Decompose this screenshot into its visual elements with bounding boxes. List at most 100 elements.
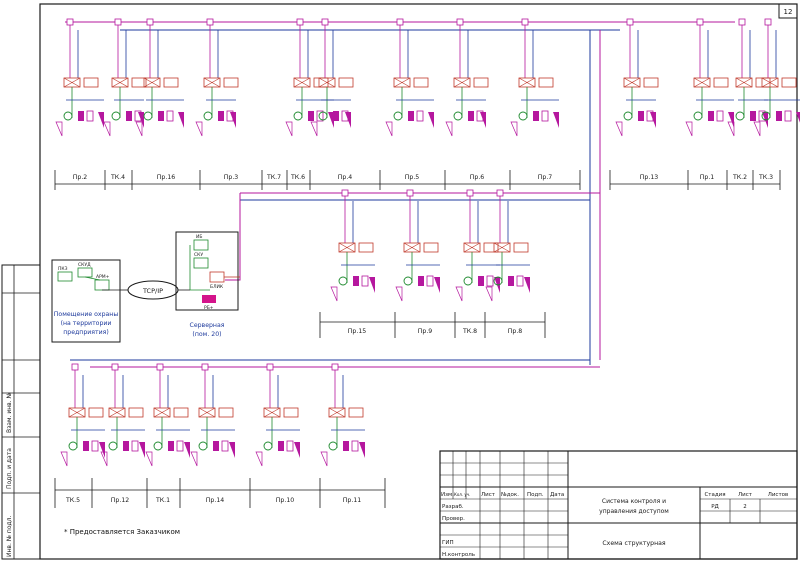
power-box	[713, 77, 729, 88]
turnstile-symbol	[99, 442, 105, 458]
turnstile-symbol	[524, 277, 530, 293]
controller-cross	[453, 77, 471, 88]
controller-cross	[761, 77, 779, 88]
power-box	[538, 77, 554, 88]
lock-symbol	[333, 111, 339, 121]
drawing-title: Схема структурная	[602, 540, 666, 547]
junction-box	[496, 189, 504, 197]
power-box	[128, 407, 144, 418]
controller-cross	[403, 242, 421, 253]
controller-cross	[63, 77, 81, 88]
server-room-line1: Серверная	[190, 322, 225, 329]
door-symbol	[685, 121, 693, 137]
controller-cluster	[60, 363, 105, 467]
door-symbol	[395, 286, 403, 302]
lock-symbol	[353, 276, 359, 286]
zone-dividers-row1	[54, 170, 781, 190]
door-symbol	[103, 121, 111, 137]
header-kol-uch: Кол. уч.	[454, 492, 470, 497]
controller-cluster	[485, 189, 530, 302]
sheet-label: Лист	[738, 492, 753, 498]
power-box	[483, 242, 499, 253]
header-podp: Подп.	[527, 492, 544, 498]
door-symbol	[195, 121, 203, 137]
lock-symbol	[83, 441, 89, 451]
junction-box	[156, 363, 164, 371]
sheets-label: Листов	[768, 492, 789, 498]
controller-cluster	[615, 18, 659, 137]
lock-symbol	[418, 276, 424, 286]
sheet-value: 2	[743, 504, 747, 510]
lock-symbol	[91, 440, 99, 452]
controller-cross	[463, 242, 481, 253]
controller-cluster	[135, 18, 184, 137]
arm-workstation	[94, 279, 110, 291]
power-box	[423, 242, 439, 253]
lock-symbol	[131, 440, 139, 452]
controller-cross	[393, 77, 411, 88]
controller-cluster	[285, 18, 334, 137]
controller-cross	[318, 77, 336, 88]
turnstile-symbol	[728, 112, 734, 128]
turnstile-symbol	[98, 112, 104, 128]
zone-label-row1-7: Пр.5	[405, 174, 420, 181]
device-blik: БЛИК	[210, 284, 224, 290]
lock-symbol	[638, 111, 644, 121]
power-box	[781, 77, 797, 88]
turnstile-symbol	[480, 112, 486, 128]
stage-value: РД	[711, 504, 719, 510]
lock-symbol	[221, 440, 229, 452]
controller-cross	[108, 407, 126, 418]
power-box	[223, 77, 239, 88]
zone-label-row1-10: Пр.13	[640, 174, 658, 181]
power-box	[88, 407, 104, 418]
controller-cluster	[753, 18, 800, 137]
zone-label-row2-3: Пр.8	[508, 328, 523, 335]
controller-cluster	[455, 189, 500, 302]
door-symbol	[615, 121, 623, 137]
reader-symbol	[198, 441, 208, 451]
door-symbol	[310, 121, 318, 137]
server-sku-unit	[193, 257, 209, 269]
zone-label-row1-6: Пр.4	[338, 174, 353, 181]
lock-symbol	[278, 441, 284, 451]
title-block	[439, 450, 798, 560]
turnstile-symbol	[650, 112, 656, 128]
lock-symbol	[541, 110, 549, 122]
lock-symbol	[426, 275, 434, 287]
reader-symbol	[318, 111, 328, 121]
lock-symbol	[316, 110, 324, 122]
zone-label-row2-1: Пр.9	[418, 328, 433, 335]
controller-cluster	[310, 18, 354, 137]
zone-dividers-row3	[54, 478, 386, 508]
door-symbol	[190, 451, 198, 467]
security-room-line3: предприятия)	[63, 329, 109, 336]
reader-symbol	[761, 111, 771, 121]
controller-cross	[68, 407, 86, 418]
turnstile-symbol	[434, 277, 440, 293]
controller-cross	[111, 77, 129, 88]
junction-box	[321, 18, 329, 26]
reader-symbol	[203, 111, 213, 121]
lock-symbol	[361, 275, 369, 287]
turnstile-symbol	[230, 112, 236, 128]
junction-box	[764, 18, 772, 26]
side-label-inv-podl: Инв. № подл.	[6, 516, 13, 557]
junction-box	[341, 189, 349, 197]
zone-label-row3-4: Пр.10	[276, 497, 294, 504]
junction-box	[111, 363, 119, 371]
zone-label-row1-8: Пр.6	[470, 174, 485, 181]
lock-symbol	[533, 111, 539, 121]
device-rb: РБ+	[204, 305, 214, 311]
controller-cluster	[385, 18, 434, 137]
power-box	[173, 407, 189, 418]
lock-symbol	[750, 111, 756, 121]
turnstile-symbol	[345, 112, 351, 128]
door-symbol	[135, 121, 143, 137]
title-block-text: Изм. Кол. уч. Лист №док. Подп. Дата Разр…	[441, 492, 788, 558]
controller-cross	[493, 242, 511, 253]
junction-box	[406, 189, 414, 197]
zone-label-row1-0: Пр.2	[73, 174, 88, 181]
lock-symbol	[468, 111, 474, 121]
footnote: * Предоставляется Заказчиком	[64, 528, 180, 536]
